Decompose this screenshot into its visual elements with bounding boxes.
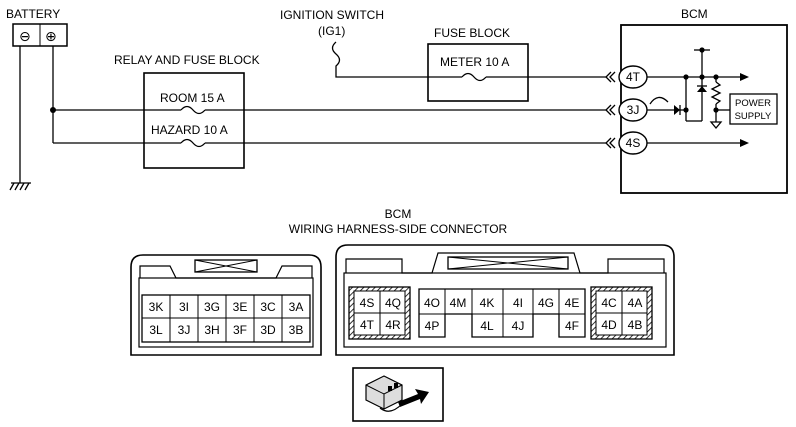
terminal-label: 4S: [626, 136, 641, 150]
connector-subtitle: WIRING HARNESS-SIDE CONNECTOR: [289, 222, 508, 236]
pin-4i: 4I: [513, 296, 523, 310]
connector-title: BCM: [385, 207, 412, 221]
relay-fuse-block-label: RELAY AND FUSE BLOCK: [114, 53, 260, 67]
room-fuse-label: ROOM 15 A: [160, 91, 225, 105]
pin-3a: 3A: [289, 300, 304, 314]
pin-4c: 4C: [601, 296, 617, 310]
pin-4q: 4Q: [385, 296, 401, 310]
pin-3l: 3L: [149, 323, 163, 337]
power-supply-label-2: SUPPLY: [735, 111, 772, 122]
probe-insertion-icon: [352, 367, 444, 422]
terminal-label: 4T: [626, 70, 641, 84]
pin-3j: 3J: [178, 323, 191, 337]
pin-4t: 4T: [360, 318, 375, 332]
room-fuse-icon: [180, 105, 206, 115]
pin-3e: 3E: [233, 300, 248, 314]
pin-3f: 3F: [233, 323, 247, 337]
battery-positive-icon: ⊕: [45, 28, 57, 44]
battery-negative-icon: ⊖: [19, 28, 31, 44]
pin-4e: 4E: [565, 296, 580, 310]
ignition-switch: IGNITION SWITCH (IG1): [280, 8, 606, 78]
terminal-label: 3J: [627, 103, 640, 117]
fuse-block: FUSE BLOCK METER 10 A: [427, 26, 529, 102]
bcm-internal-circuit: [647, 49, 740, 144]
pin-3c: 3C: [260, 300, 276, 314]
hazard-fuse-icon: [180, 138, 206, 148]
pin-4p: 4P: [425, 319, 440, 333]
pin-4g: 4G: [538, 296, 554, 310]
meter-fuse-icon: [461, 72, 487, 82]
pin-4a: 4A: [628, 296, 643, 310]
ground-icon: [9, 46, 31, 191]
connector-4: 4S 4Q 4T 4R 4O 4M 4K 4I 4G 4E 4P 4L 4J 4…: [335, 244, 675, 356]
pin-4b: 4B: [628, 318, 643, 332]
battery-label: BATTERY: [6, 7, 60, 21]
pin-3g: 3G: [204, 300, 220, 314]
pin-4l: 4L: [480, 319, 494, 333]
diode-icon: [674, 85, 707, 115]
power-supply: POWER SUPPLY: [729, 93, 778, 125]
pin-3k: 3K: [149, 300, 164, 314]
battery: BATTERY ⊖ ⊕: [6, 7, 68, 47]
junction-dot: [50, 107, 56, 113]
ig1-label: (IG1): [318, 24, 345, 38]
relay-and-fuse-block: RELAY AND FUSE BLOCK ROOM 15 A HAZARD 10…: [114, 53, 260, 169]
connector-arrows: [605, 71, 616, 149]
hazard-fuse-label: HAZARD 10 A: [151, 123, 228, 137]
pin-4d: 4D: [601, 318, 617, 332]
junction-dots: [683, 47, 719, 113]
pin-4s: 4S: [360, 296, 375, 310]
pin-4f: 4F: [565, 319, 579, 333]
bcm-label: BCM: [681, 7, 708, 21]
ig1-wire: [331, 41, 606, 78]
pin-4r: 4R: [385, 318, 401, 332]
ignition-switch-label: IGNITION SWITCH: [280, 8, 384, 22]
output-arrow-icon: [740, 73, 749, 147]
pin-3d: 3D: [260, 323, 276, 337]
pin-4j: 4J: [512, 319, 525, 333]
fuse-block-label: FUSE BLOCK: [434, 26, 510, 40]
bcm-terminals: 4T 3J 4S: [618, 65, 648, 155]
pin-3h: 3H: [204, 323, 219, 337]
pin-3i: 3I: [179, 300, 189, 314]
meter-fuse-label: METER 10 A: [440, 55, 509, 69]
connector-3: 3K 3I 3G 3E 3C 3A 3L 3J 3H 3F 3D 3B: [130, 254, 322, 356]
pin-4k: 4K: [480, 296, 495, 310]
pin-4m: 4M: [450, 296, 467, 310]
power-supply-label-1: POWER: [735, 98, 771, 109]
pin-4o: 4O: [424, 296, 440, 310]
pin-3b: 3B: [289, 323, 304, 337]
